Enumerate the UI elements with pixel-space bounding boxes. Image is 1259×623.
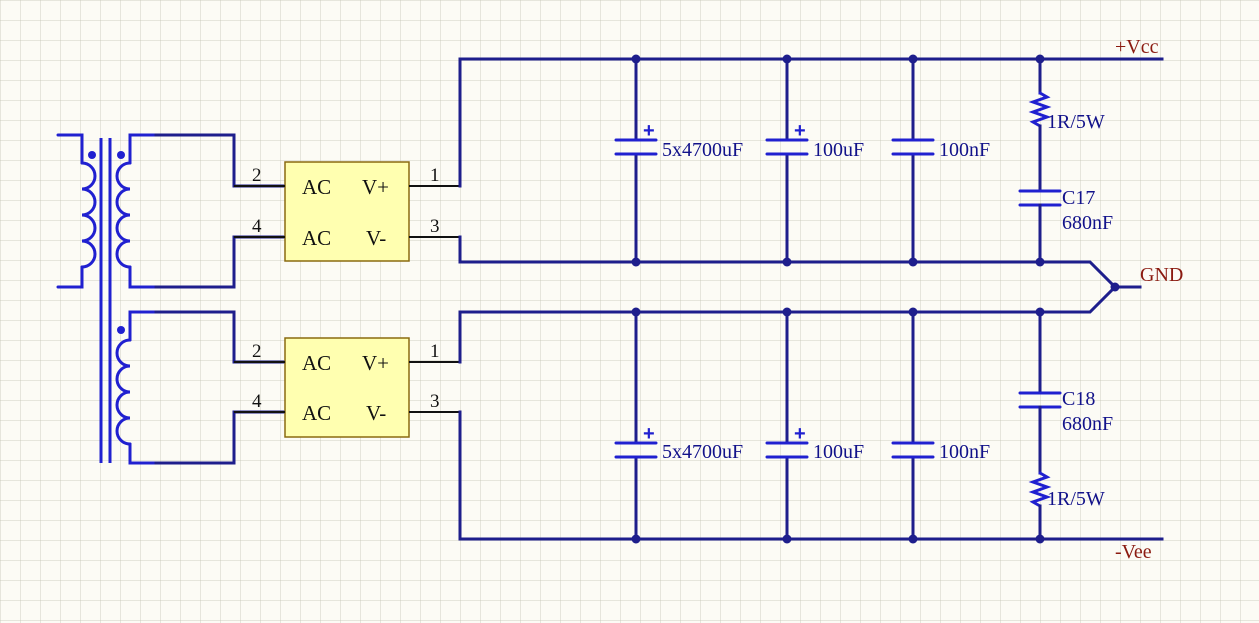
capacitor-bulk-bottom: + 5x4700uF [614,310,743,541]
bottom-filter-bank: + 5x4700uF + 100uF 100nF C18 680nF [614,310,1113,541]
net-label-vcc: +Vcc [1115,36,1159,58]
pin-label: V- [366,401,386,425]
pin-number: 1 [430,341,440,362]
resistor-symbol [1028,91,1052,128]
transformer [56,133,286,465]
vee-rail [458,410,1164,541]
transformer-secondary-upper [115,133,158,289]
capacitor-ref: C17 [1062,187,1095,209]
polarity-mark: + [794,120,806,142]
pin-number: 3 [430,216,440,237]
capacitor-100nf-top: 100nF [891,57,990,264]
gnd-rail-upper [458,235,1118,290]
capacitor-value: 5x4700uF [662,139,743,161]
rc-snubber-bottom: C18 680nF 1R/5W [1018,310,1113,541]
transformer-primary [56,133,97,289]
rail-wiring [458,57,1164,541]
net-label-vee: -Vee [1115,541,1152,563]
capacitor-100uf-bottom: + 100uF [765,310,864,541]
pin-number: 3 [430,391,440,412]
top-filter-bank: + 5x4700uF + 100uF 100nF 1R/5W C17 [614,57,1113,264]
capacitor-100uf-top: + 100uF [765,57,864,264]
pin-number: 4 [252,391,262,412]
polarity-mark: + [643,120,655,142]
resistor-value: 1R/5W [1047,111,1105,133]
pin-label: AC [302,226,331,250]
capacitor-value: 100uF [813,139,864,161]
rc-snubber-top: 1R/5W C17 680nF [1018,57,1113,264]
pin-label: AC [302,175,331,199]
capacitor-ref: C18 [1062,388,1095,410]
capacitor-value: 100nF [939,441,990,463]
capacitor-100nf-bottom: 100nF [891,310,990,541]
capacitor-bulk-top: + 5x4700uF [614,57,743,264]
gnd-rail-lower [458,284,1118,364]
resistor-symbol [1028,471,1052,508]
pin-number: 2 [252,341,262,362]
bridge-rectifier-1: 2 4 1 3 AC AC V+ V- [234,161,460,262]
pin-label: AC [302,401,331,425]
pin-label: V- [366,226,386,250]
transformer-core [99,138,112,463]
capacitor-value: 100nF [939,139,990,161]
pin-number: 1 [430,165,440,186]
bridge-rectifier-2: 2 4 1 3 AC AC V+ V- [234,337,460,438]
transformer-secondary-lower [115,310,158,465]
capacitor-value: 100uF [813,441,864,463]
polarity-mark: + [643,423,655,445]
pin-label: AC [302,351,331,375]
resistor-value: 1R/5W [1047,488,1105,510]
net-label-gnd: GND [1140,264,1183,286]
capacitor-value: 5x4700uF [662,441,743,463]
capacitor-value: 680nF [1062,212,1113,234]
capacitor-value: 680nF [1062,413,1113,435]
pin-label: V+ [362,351,389,375]
pin-number: 4 [252,216,262,237]
pin-label: V+ [362,175,389,199]
pin-number: 2 [252,165,262,186]
polarity-mark: + [794,423,806,445]
junctions [631,54,1120,544]
vcc-rail [458,57,1164,188]
